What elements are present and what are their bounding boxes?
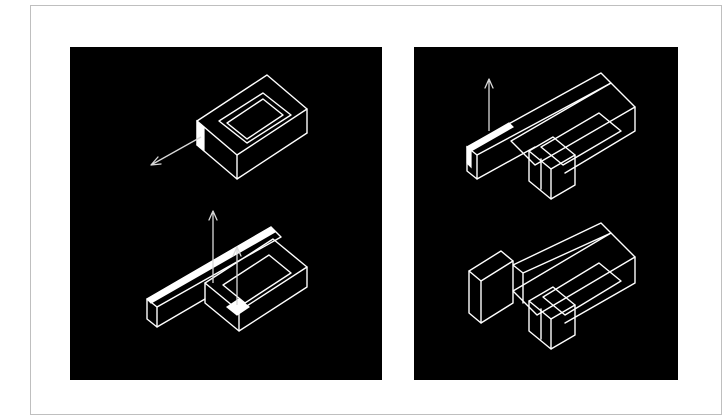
highlight-bar-end — [467, 123, 513, 151]
left-diagram-svg — [70, 47, 382, 380]
highlight-face — [197, 121, 204, 151]
lateral-arrow — [151, 137, 201, 165]
right-diagram-panel — [414, 47, 678, 380]
right-diagram-svg — [414, 47, 678, 380]
left-diagram-panel — [70, 47, 382, 380]
stepped-assembly-model — [469, 223, 635, 349]
figure-frame — [30, 5, 722, 415]
highlight-bar-top — [147, 227, 275, 303]
bar-u-recess-model — [467, 73, 635, 199]
l-wall-model — [147, 211, 307, 331]
highlight-small-face — [227, 299, 249, 315]
ring-block-model — [151, 75, 307, 179]
